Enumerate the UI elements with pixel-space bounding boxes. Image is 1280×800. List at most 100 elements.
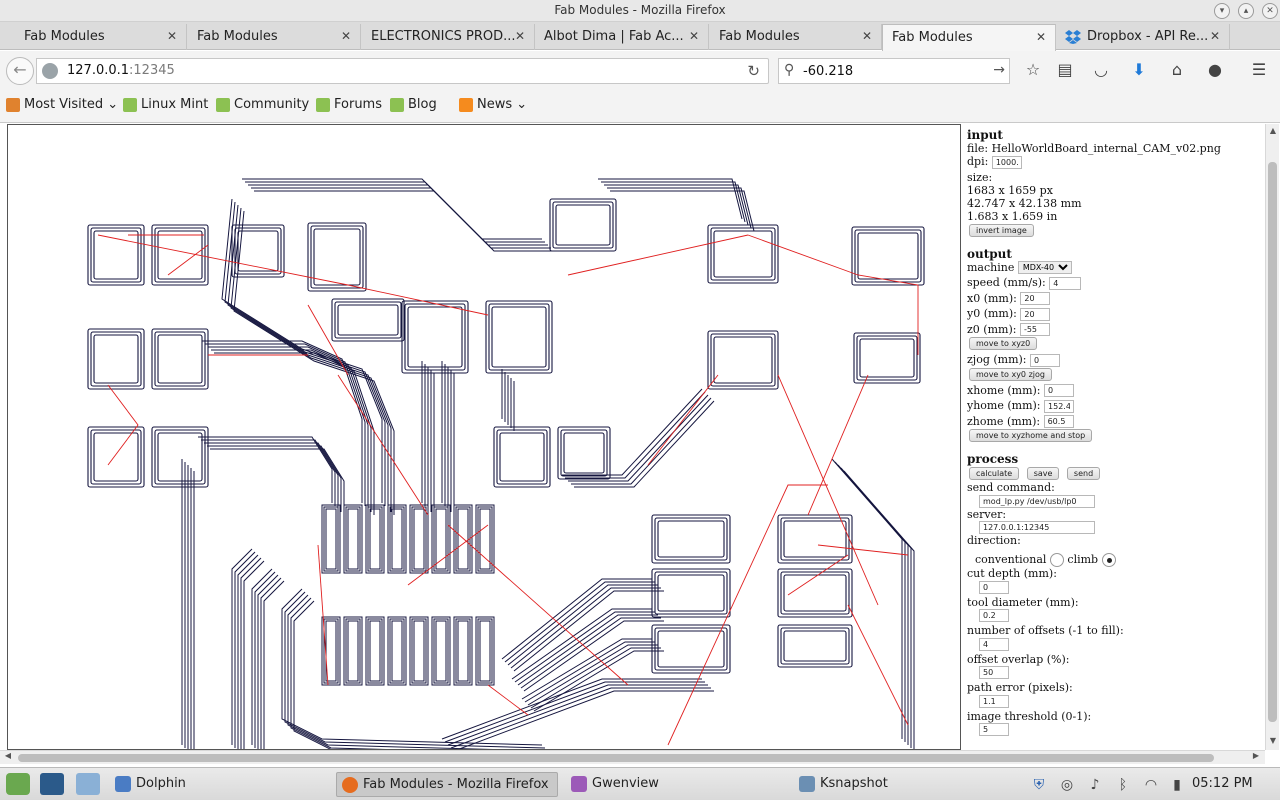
close-tab-icon[interactable]: ✕ (514, 29, 525, 43)
path-error-input[interactable] (979, 694, 1009, 708)
move-to-xyz0-button[interactable]: move to xyz0 (969, 337, 1038, 350)
bookmark-news[interactable]: News ⌄ (459, 97, 527, 112)
tab-fab-modules-3[interactable]: Fab Modules ✕ (709, 24, 882, 50)
pcb-pad-outline (657, 630, 725, 668)
mint-icon (316, 98, 330, 112)
site-identity-icon[interactable] (42, 63, 58, 79)
menu-icon[interactable]: ☰ (1251, 60, 1267, 79)
conventional-radio[interactable] (1049, 553, 1064, 567)
url-text[interactable]: 127.0.0.1:12345 (67, 63, 175, 78)
url-bar[interactable]: 127.0.0.1:12345 ↻ (36, 58, 769, 84)
downloads-icon[interactable]: ⬇ (1132, 60, 1146, 79)
bluetooth-icon[interactable]: ᛒ (1118, 777, 1128, 793)
close-tab-icon[interactable]: ✕ (861, 29, 872, 43)
pocket-icon[interactable]: ◡ (1094, 60, 1108, 79)
pcb-trace-outline (501, 578, 652, 660)
back-button[interactable]: ← (6, 57, 34, 85)
zjog-input[interactable] (1030, 353, 1061, 367)
rapid-move-line (847, 604, 909, 726)
tab-fab-modules-active[interactable]: Fab Modules ✕ (882, 24, 1056, 51)
pcb-trace-outline (530, 647, 661, 709)
z0-input[interactable] (1019, 323, 1050, 336)
threshold-input[interactable] (979, 723, 1009, 736)
scroll-down-icon[interactable]: ▼ (1269, 736, 1277, 745)
wifi-icon[interactable]: ◠ (1144, 777, 1158, 793)
xhome-input[interactable] (1044, 384, 1074, 397)
bookmarks-list-icon[interactable]: ▤ (1057, 60, 1073, 79)
pcb-trace-outline (260, 577, 282, 749)
home-icon[interactable]: ⌂ (1171, 60, 1183, 79)
pcb-trace-outline (533, 650, 664, 712)
send-command-input[interactable] (979, 494, 1095, 508)
search-go-icon[interactable]: → (993, 62, 1005, 78)
tool-diameter-input[interactable] (979, 609, 1009, 622)
rapid-move-line (667, 484, 828, 746)
close-tab-icon[interactable]: ✕ (166, 29, 177, 43)
rapid-move-line (97, 234, 489, 316)
bookmark-community[interactable]: Community (216, 97, 309, 112)
bookmark-blog[interactable]: Blog (390, 97, 437, 112)
close-tab-icon[interactable]: ✕ (1035, 30, 1046, 44)
invert-image-button[interactable]: invert image (969, 223, 1034, 237)
zhome-input[interactable] (1043, 415, 1074, 428)
bookmark-linux-mint[interactable]: Linux Mint (123, 97, 208, 112)
send-button[interactable]: send (1066, 467, 1101, 480)
horizontal-scroll-thumb[interactable] (18, 754, 1214, 762)
shield-icon[interactable]: ⛨ (1033, 777, 1045, 793)
minimize-button[interactable]: ▾ (1214, 3, 1230, 19)
task-ksnapshot[interactable]: Ksnapshot (794, 772, 1014, 797)
show-desktop-icon[interactable] (40, 773, 64, 795)
dpi-input[interactable] (991, 155, 1022, 169)
pcb-pad-outline (552, 201, 614, 249)
y0-input[interactable] (1020, 307, 1051, 321)
network-manager-icon[interactable]: ◎ (1060, 777, 1074, 793)
chat-icon[interactable]: ● (1208, 60, 1222, 79)
climb-radio[interactable] (1101, 553, 1116, 567)
cut-depth-input[interactable] (979, 580, 1009, 594)
tab-electronics-production[interactable]: ELECTRONICS PROD... ✕ (361, 24, 535, 50)
task-firefox[interactable]: Fab Modules - Mozilla Firefox (336, 772, 558, 797)
bookmark-star-icon[interactable]: ☆ (1025, 60, 1041, 79)
search-input[interactable] (803, 62, 983, 80)
toolpath-canvas[interactable] (7, 124, 961, 750)
offsets-input[interactable] (979, 637, 1009, 651)
vertical-scroll-thumb[interactable] (1268, 162, 1277, 722)
x0-input[interactable] (1020, 292, 1051, 305)
server-input[interactable] (979, 521, 1095, 534)
save-button[interactable]: save (1026, 467, 1060, 480)
task-gwenview[interactable]: Gwenview (566, 772, 786, 797)
volume-icon[interactable]: ♪ (1090, 777, 1100, 793)
close-tab-icon[interactable]: ✕ (688, 29, 699, 43)
close-tab-icon[interactable]: ✕ (340, 29, 351, 43)
horizontal-scrollbar[interactable]: ◀ ▶ (0, 750, 1265, 764)
task-dolphin[interactable]: Dolphin (110, 772, 330, 797)
window-title: Fab Modules - Mozilla Firefox (554, 3, 726, 17)
bookmark-forums[interactable]: Forums (316, 97, 382, 112)
scroll-left-icon[interactable]: ◀ (4, 751, 12, 760)
clock[interactable]: 05:12 PM (1192, 776, 1253, 791)
search-bar[interactable]: ⚲ → (778, 58, 1010, 84)
mint-menu-icon[interactable] (6, 773, 30, 795)
tab-dropbox-api[interactable]: Dropbox - API Re... ✕ (1056, 24, 1230, 50)
tab-albot-dima[interactable]: Albot Dima | Fab Ac... ✕ (535, 24, 709, 50)
file-manager-icon[interactable] (76, 773, 100, 795)
scroll-up-icon[interactable]: ▲ (1269, 126, 1277, 135)
power-icon[interactable]: ▮ (1173, 777, 1181, 793)
input-heading: input (967, 128, 1003, 142)
scroll-right-icon[interactable]: ▶ (1252, 751, 1260, 760)
calculate-button[interactable]: calculate (969, 467, 1020, 480)
yhome-input[interactable] (1044, 399, 1075, 413)
close-tab-icon[interactable]: ✕ (1209, 29, 1220, 43)
reload-icon[interactable]: ↻ (747, 62, 760, 80)
vertical-scrollbar[interactable]: ▲ ▼ (1265, 124, 1279, 750)
move-to-xy0-zjog-button[interactable]: move to xy0 zjog (969, 367, 1052, 381)
tab-fab-modules-2[interactable]: Fab Modules ✕ (187, 24, 361, 50)
close-window-button[interactable]: ✕ (1262, 3, 1278, 19)
machine-select[interactable]: MDX-40 (1017, 261, 1072, 274)
speed-input[interactable] (1049, 276, 1082, 290)
maximize-button[interactable]: ▴ (1238, 3, 1254, 19)
overlap-input[interactable] (979, 666, 1009, 679)
bookmark-most-visited[interactable]: Most Visited ⌄ (6, 97, 118, 112)
tab-fab-modules-1[interactable]: Fab Modules ✕ (0, 24, 187, 50)
move-to-home-button[interactable]: move to xyzhome and stop (969, 429, 1093, 442)
